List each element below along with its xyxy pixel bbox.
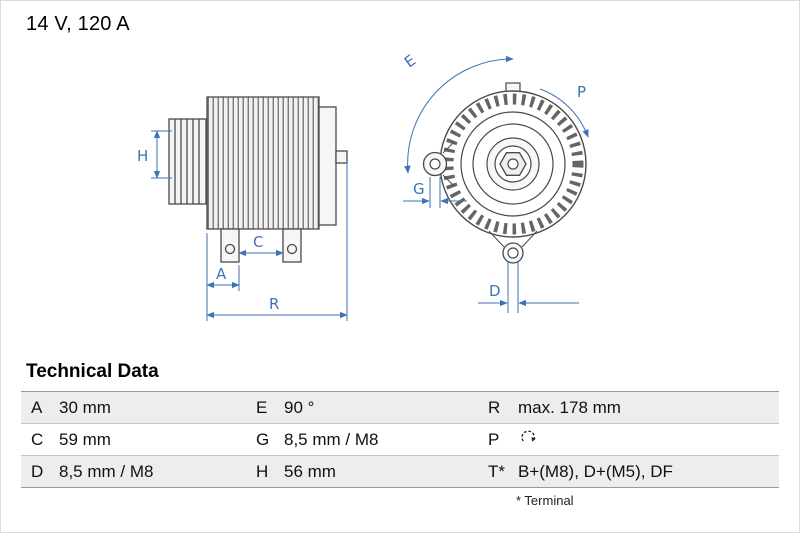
cell-t: T* B+(M8), D+(M5), DF bbox=[488, 462, 779, 482]
rear-cover bbox=[318, 106, 337, 226]
dim-label-h: H bbox=[137, 147, 148, 165]
table-row: C 59 mm G 8,5 mm / M8 P bbox=[21, 424, 779, 456]
alternator-body bbox=[206, 96, 320, 230]
cell-key: G bbox=[256, 429, 270, 449]
alternator-front-view bbox=[422, 82, 587, 264]
lug-hole-rear bbox=[286, 243, 298, 255]
cell-value: 8,5 mm / M8 bbox=[284, 429, 379, 449]
dim-label-d: D bbox=[489, 282, 501, 300]
cell-value: B+(M8), D+(M5), DF bbox=[518, 461, 673, 481]
cell-c: C 59 mm bbox=[21, 430, 256, 450]
alternator-side-view bbox=[168, 96, 348, 263]
vent-slot-ring bbox=[442, 93, 584, 235]
rating-label: 14 V, 120 A bbox=[26, 13, 130, 35]
cell-key: H bbox=[256, 461, 269, 481]
cell-value: 8,5 mm / M8 bbox=[59, 461, 154, 481]
side-view-dimensions bbox=[151, 130, 348, 321]
terminal-footnote: * Terminal bbox=[516, 493, 574, 508]
table-row: A 30 mm E 90 ° R max. 178 mm bbox=[21, 392, 779, 424]
bottom-lug bbox=[488, 230, 538, 264]
lug-hole-front bbox=[224, 243, 236, 255]
cell-key: C bbox=[31, 429, 44, 449]
pulley bbox=[168, 118, 207, 205]
dim-label-r: R bbox=[269, 295, 279, 313]
cell-a: A 30 mm bbox=[21, 398, 256, 418]
dim-label-g: G bbox=[413, 180, 425, 198]
table-row: D 8,5 mm / M8 H 56 mm T* B+(M8), D+(M5),… bbox=[21, 456, 779, 488]
dim-label-a: A bbox=[216, 265, 227, 283]
dim-arc-e bbox=[404, 55, 514, 174]
cell-value: 59 mm bbox=[59, 429, 111, 449]
terminal-stub bbox=[335, 150, 348, 164]
mounting-lug-rear bbox=[282, 228, 302, 263]
cell-p: P bbox=[488, 429, 779, 451]
cell-value: 30 mm bbox=[59, 397, 111, 417]
technical-data-section: Technical Data A 30 mm E 90 ° R max. 178… bbox=[1, 361, 799, 508]
cell-value: 56 mm bbox=[284, 461, 336, 481]
technical-data-table: A 30 mm E 90 ° R max. 178 mm C 59 mm bbox=[21, 391, 779, 488]
dim-label-c: C bbox=[253, 233, 263, 251]
dim-arc-p bbox=[539, 88, 589, 138]
cell-e: E 90 ° bbox=[256, 398, 488, 418]
cell-key: R bbox=[488, 397, 501, 417]
cell-key: P bbox=[488, 429, 500, 449]
cell-g: G 8,5 mm / M8 bbox=[256, 430, 488, 450]
cell-value: 90 ° bbox=[284, 397, 315, 417]
cell-value: max. 178 mm bbox=[518, 397, 621, 417]
cell-key: A bbox=[31, 397, 43, 417]
cell-key: D bbox=[31, 461, 44, 481]
technical-drawing: H A C R bbox=[137, 51, 589, 321]
mounting-lug-front bbox=[220, 228, 240, 263]
cell-r: R max. 178 mm bbox=[488, 398, 779, 418]
technical-data-title: Technical Data bbox=[26, 361, 159, 382]
cell-key: T* bbox=[488, 461, 505, 481]
front-view-dimensions bbox=[403, 55, 589, 313]
dim-label-p: P bbox=[577, 83, 586, 101]
cell-h: H 56 mm bbox=[256, 462, 488, 482]
cell-d: D 8,5 mm / M8 bbox=[21, 462, 256, 482]
rotation-clockwise-icon bbox=[520, 429, 537, 451]
dim-label-e: E bbox=[401, 51, 419, 71]
cell-key: E bbox=[256, 397, 268, 417]
